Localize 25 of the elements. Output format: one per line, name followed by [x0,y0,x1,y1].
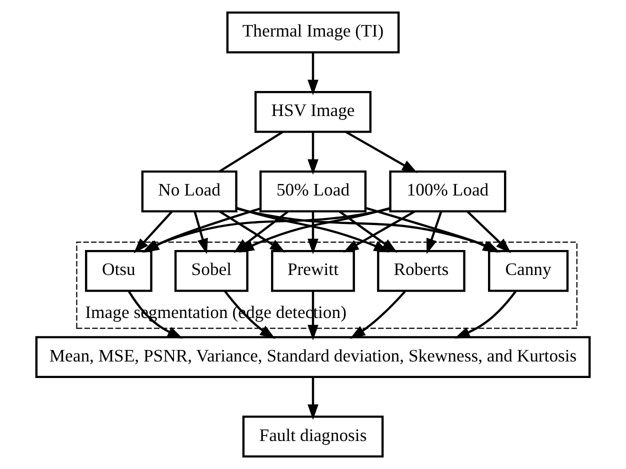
node-box: Thermal Image (TI) [226,11,400,54]
node-box: 50% Load [259,170,367,212]
node-box: No Load [141,170,238,212]
connector [219,131,284,172]
node-box: Roberts [377,250,466,292]
arrow [338,210,398,253]
node-box: Sobel [174,250,248,292]
arrow [308,212,318,254]
arrow [426,211,442,254]
arrow [308,132,318,175]
arrow [350,290,406,339]
arrow [454,290,517,338]
node-box: Prewitt [271,250,355,292]
node-box: HSV Image [254,90,372,133]
node-box: Fault diagnosis [242,416,384,458]
arrow [194,211,208,254]
node-box: Canny [488,250,569,292]
node-box: Mean, MSE, PSNR, Variance, Standard deviation, Skewness, and Kurtosis [35,336,591,378]
arrow [343,210,416,253]
node-box: 100% Load [389,170,506,212]
arrow [308,377,318,420]
arrow [308,52,318,96]
node-box: Otsu [85,250,152,292]
arrow [365,206,498,253]
arrow [345,131,418,174]
